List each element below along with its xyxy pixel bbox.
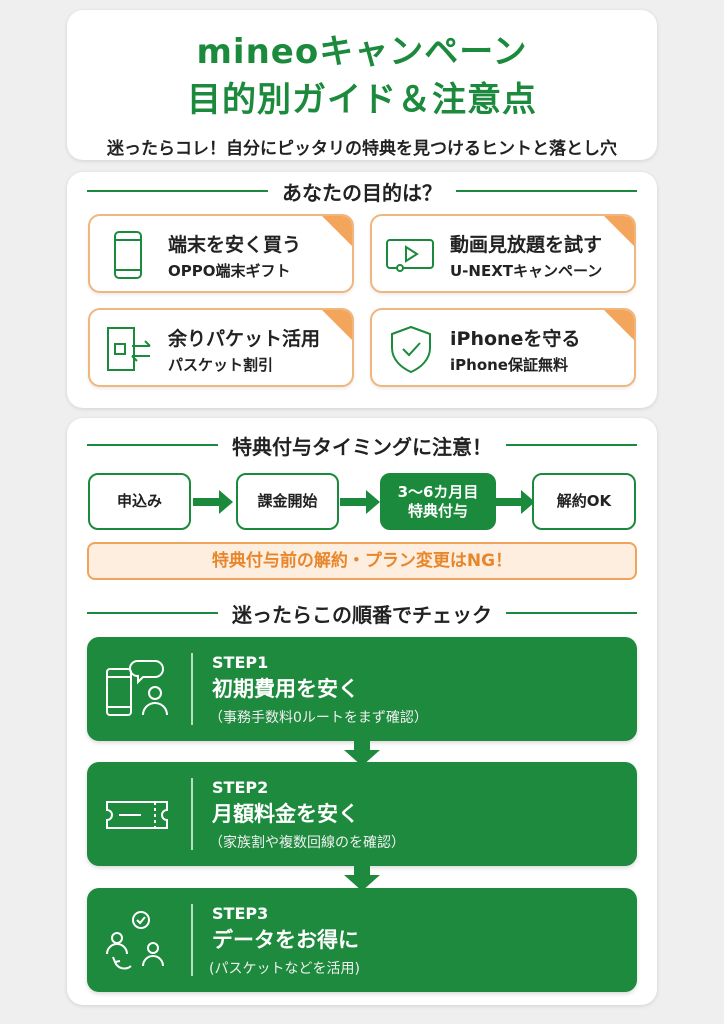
phone-support-icon bbox=[106, 660, 168, 716]
step-1: STEP1 初期費用を安く （事務手数料0ルートをまず確認） bbox=[87, 637, 637, 741]
people-share-icon bbox=[106, 911, 164, 970]
title-line2: 目的別ガイド＆注意点 bbox=[187, 80, 537, 120]
timing-steps-card: 特典付与タイミングに注意！ 申込み 課金開始 3〜6カ月目特典付与 解約OK 特… bbox=[67, 418, 657, 1005]
flow-benefit: 3〜6カ月目特典付与 bbox=[380, 473, 496, 530]
video-play-icon bbox=[386, 239, 434, 272]
packet-exchange-icon bbox=[107, 327, 151, 371]
subtitle: 迷ったらコレ！自分にピッタリの特典を見つけるヒントと落とし穴 bbox=[107, 139, 617, 159]
timing-heading: 特典付与タイミングに注意！ bbox=[87, 430, 637, 460]
arrow-right-icon bbox=[193, 490, 233, 514]
arrow-down-icon bbox=[344, 740, 380, 766]
goal-packet[interactable]: 余りパケット活用 パスケット割引 bbox=[88, 308, 354, 387]
ticket-icon bbox=[106, 801, 168, 829]
flow-cancel-ok: 解約OK bbox=[532, 473, 636, 530]
smartphone-icon bbox=[114, 231, 142, 279]
warning-banner: 特典付与前の解約・プラン変更はNG！ bbox=[87, 542, 637, 580]
arrow-right-icon bbox=[495, 490, 535, 514]
flow-billing: 課金開始 bbox=[236, 473, 339, 530]
steps-heading: 迷ったらこの順番でチェック bbox=[87, 598, 637, 628]
arrow-right-icon bbox=[340, 490, 380, 514]
flow-apply: 申込み bbox=[88, 473, 191, 530]
goal-iphone[interactable]: iPhoneを守る iPhone保証無料 bbox=[370, 308, 636, 387]
goals-heading: あなたの目的は？ bbox=[87, 176, 637, 206]
step-3: STEP3 データをお得に (パスケットなどを活用) bbox=[87, 888, 637, 992]
goal-video[interactable]: 動画見放題を試す U-NEXTキャンペーン bbox=[370, 214, 636, 293]
header-card: mineoキャンペーン 目的別ガイド＆注意点 迷ったらコレ！自分にピッタリの特典… bbox=[67, 10, 657, 160]
goal-buy-device[interactable]: 端末を安く買う OPPO端末ギフト bbox=[88, 214, 354, 293]
arrow-down-icon bbox=[344, 865, 380, 891]
step-2: STEP2 月額料金を安く （家族割や複数回線のを確認） bbox=[87, 762, 637, 866]
shield-check-icon bbox=[391, 325, 431, 374]
goals-card: あなたの目的は？ 端末を安く買う OPPO端末ギフト 動画見放題を試す U-NE… bbox=[67, 172, 657, 408]
title-line1: mineoキャンペーン bbox=[196, 32, 528, 72]
